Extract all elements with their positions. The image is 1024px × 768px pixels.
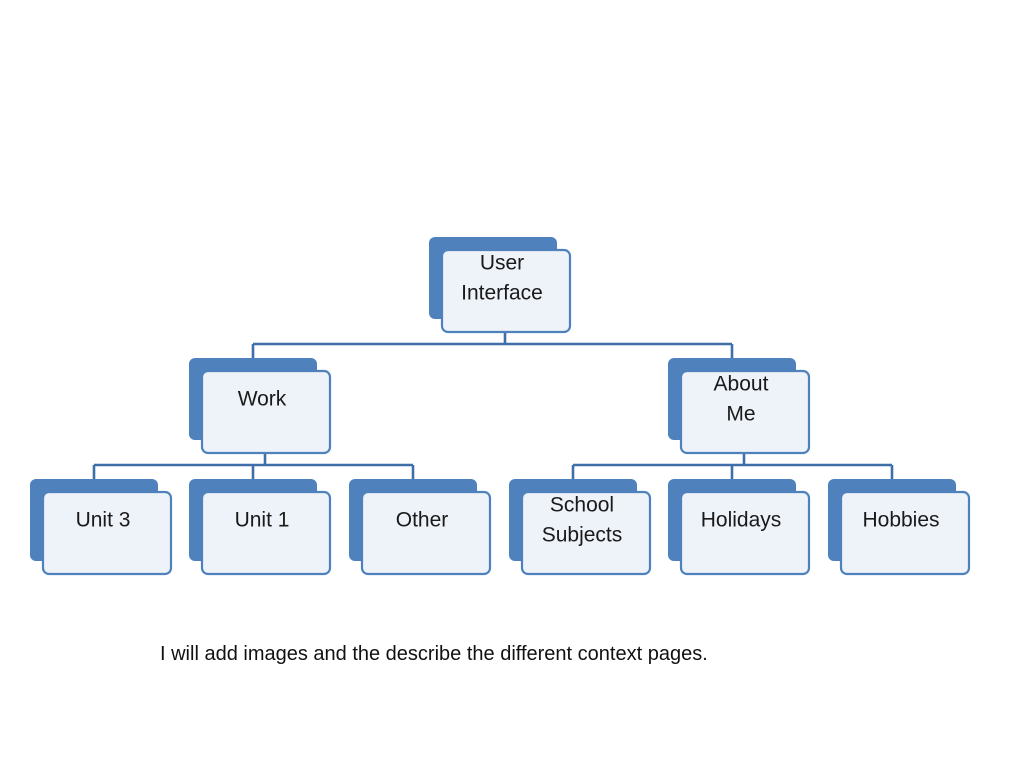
connector <box>251 332 734 358</box>
node-label: About <box>714 373 769 396</box>
node-label: Holidays <box>701 509 782 532</box>
connector <box>92 453 415 479</box>
node-label: Hobbies <box>862 509 939 532</box>
node-unit-1: Unit 1 <box>189 479 332 576</box>
node-work: Work <box>189 358 332 455</box>
node-front-box <box>360 490 492 576</box>
node-label: Interface <box>461 282 543 305</box>
caption-text: I will add images and the describe the d… <box>160 643 708 665</box>
node-front-box <box>41 490 173 576</box>
node-hobbies: Hobbies <box>828 479 971 576</box>
node-label: User <box>480 252 524 275</box>
node-other: Other <box>349 479 492 576</box>
node-unit-3: Unit 3 <box>30 479 173 576</box>
node-holidays: Holidays <box>668 479 811 576</box>
node-label: School <box>550 494 614 517</box>
node-label: Work <box>238 388 287 411</box>
node-front-box <box>200 369 332 455</box>
node-label: Unit 1 <box>235 509 290 532</box>
node-front-box <box>520 490 652 576</box>
node-front-box <box>679 369 811 455</box>
connector-lines <box>92 332 894 479</box>
connector <box>571 453 894 479</box>
node-label: Me <box>726 403 755 426</box>
node-label: Unit 3 <box>76 509 131 532</box>
node-label: Subjects <box>542 524 623 547</box>
node-front-box <box>200 490 332 576</box>
node-front-box <box>839 490 971 576</box>
node-label: Other <box>396 509 449 532</box>
node-front-box <box>679 490 811 576</box>
node-front-box <box>440 248 572 334</box>
